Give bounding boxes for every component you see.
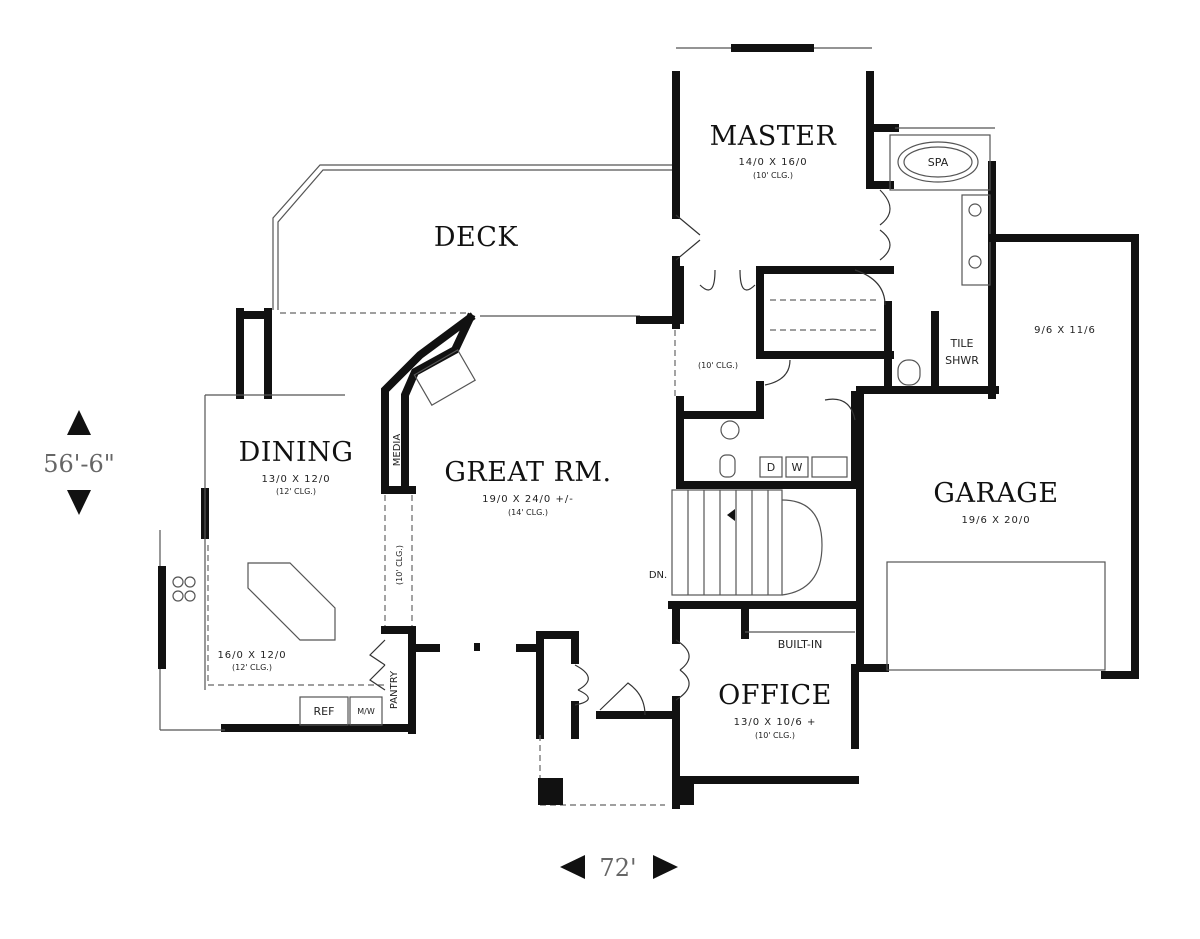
dining-size: 13/0 X 12/0 bbox=[261, 474, 330, 485]
hall-ceiling: (10' CLG.) bbox=[698, 361, 738, 370]
arrow-down-icon bbox=[67, 490, 91, 515]
gallery-ceiling: (10' CLG.) bbox=[395, 545, 404, 585]
office-size: 13/0 X 10/6 + bbox=[734, 717, 817, 728]
overall-depth: 56'-6" bbox=[43, 450, 115, 478]
master-ceiling: (10' CLG.) bbox=[753, 171, 793, 180]
spa-label: SPA bbox=[928, 156, 949, 169]
deck-label: DECK bbox=[434, 222, 519, 253]
master-size: 14/0 X 16/0 bbox=[738, 157, 807, 168]
hall-walls bbox=[636, 266, 864, 672]
microwave-label: M/W bbox=[357, 707, 375, 716]
overall-width: 72' bbox=[599, 854, 636, 882]
kitchen-size: 16/0 X 12/0 bbox=[217, 650, 286, 661]
arrow-right-icon bbox=[653, 855, 678, 879]
dining-ceiling: (12' CLG.) bbox=[276, 487, 316, 496]
built-in-label: BUILT-IN bbox=[778, 638, 823, 651]
arrow-left-icon bbox=[560, 855, 585, 879]
office-ceiling: (10' CLG.) bbox=[755, 731, 795, 740]
stairs-down-label: DN. bbox=[649, 570, 667, 581]
shower-label-1: TILE bbox=[949, 337, 973, 350]
dryer-label: D bbox=[767, 461, 775, 474]
ref-label: REF bbox=[314, 705, 335, 718]
master-label: MASTER bbox=[710, 121, 837, 152]
washer-label: W bbox=[792, 461, 803, 474]
garage-walls bbox=[856, 234, 1139, 679]
kitchen-ceiling: (12' CLG.) bbox=[232, 663, 272, 672]
stairs bbox=[671, 489, 823, 596]
pantry-label: PANTRY bbox=[389, 670, 400, 709]
great-room-walls bbox=[158, 308, 476, 734]
arrow-up-icon bbox=[67, 410, 91, 435]
garage-size: 19/6 X 20/0 bbox=[961, 515, 1030, 526]
office-label: OFFICE bbox=[718, 680, 832, 711]
entry-walls bbox=[408, 631, 680, 806]
great-room-size: 19/0 X 24/0 +/- bbox=[482, 494, 574, 505]
storage-size: 9/6 X 11/6 bbox=[1034, 325, 1096, 336]
master-walls bbox=[672, 44, 999, 399]
dining-label: DINING bbox=[239, 437, 354, 468]
shower-label-2: SHWR bbox=[945, 354, 979, 367]
great-room-ceiling: (14' CLG.) bbox=[508, 508, 548, 517]
garage-label: GARAGE bbox=[933, 478, 1058, 509]
deck-outline bbox=[272, 164, 672, 317]
great-room-label: GREAT RM. bbox=[444, 457, 611, 488]
media-label: MEDIA bbox=[392, 434, 403, 467]
